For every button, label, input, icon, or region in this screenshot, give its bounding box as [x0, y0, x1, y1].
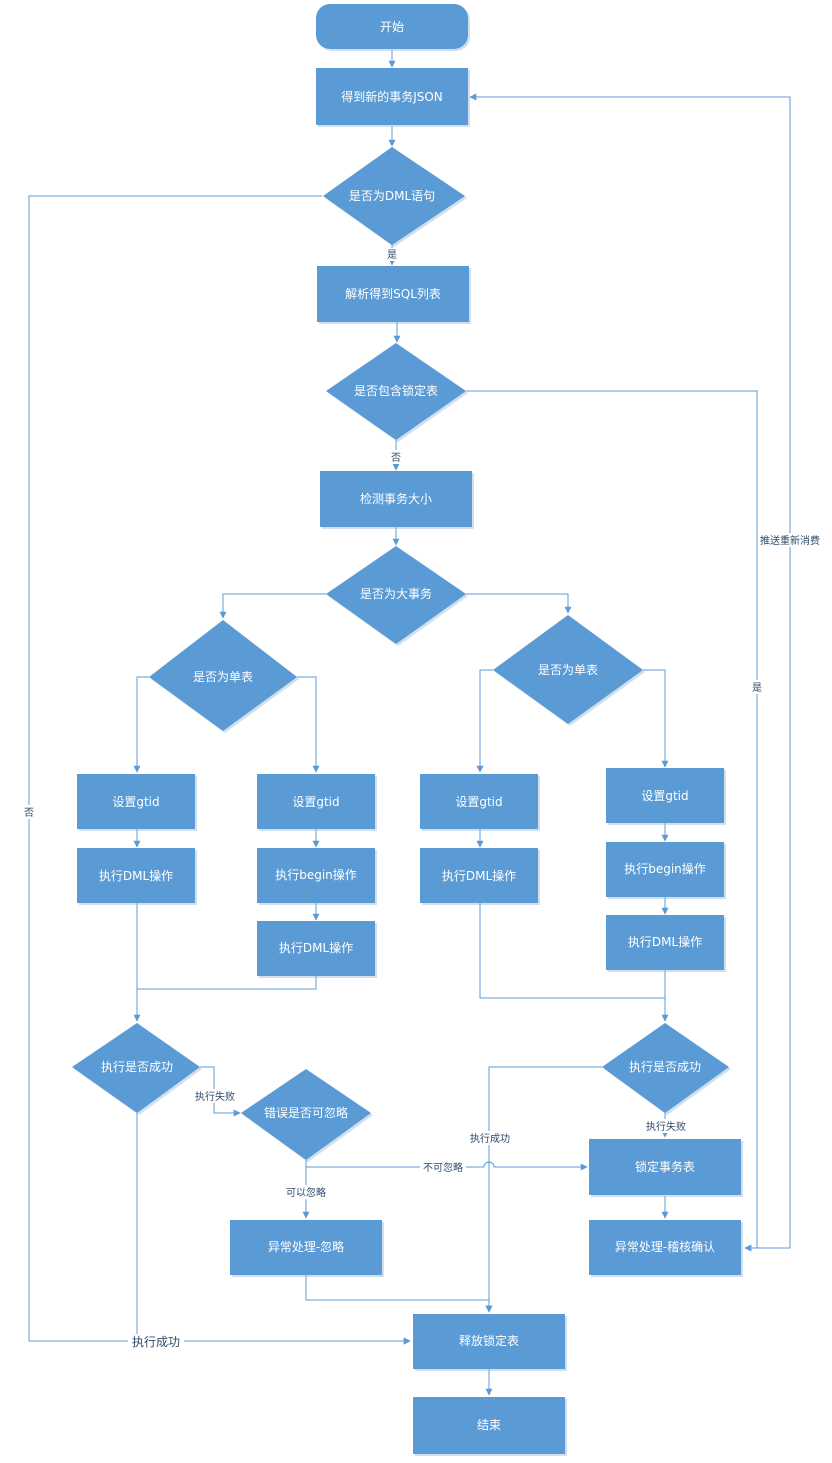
node-check-size: 检测事务大小 [320, 471, 474, 529]
node-release-lock-label: 释放锁定表 [459, 1333, 519, 1348]
node-parse-sql: 解析得到SQL列表 [317, 266, 471, 324]
node-exc-review-label: 异常处理-稽核确认 [615, 1239, 715, 1254]
node-start: 开始 [316, 4, 470, 51]
label-lock-yes: 是 [752, 682, 762, 694]
node-dml-1-label: 执行DML操作 [99, 868, 173, 883]
edge-single-right-to-gtid3 [476, 669, 493, 773]
node-is-single-right: 是否为单表 [493, 615, 645, 726]
edge-isdml-no [28, 195, 411, 1345]
node-lock-tx-table: 锁定事务表 [589, 1139, 743, 1197]
label-left-fail: 执行失败 [195, 1090, 235, 1103]
edge-dml2-merge [137, 976, 317, 990]
node-exc-review: 异常处理-稽核确认 [589, 1220, 743, 1277]
edge-bigtx-to-right [466, 593, 572, 614]
node-dml-3: 执行DML操作 [420, 848, 540, 905]
node-is-big-tx-label: 是否为大事务 [360, 586, 432, 601]
label-cannot-ignore: 不可忽略 [423, 1161, 463, 1174]
node-is-dml: 是否为DML语句 [323, 147, 467, 247]
node-begin-4-label: 执行begin操作 [624, 861, 706, 876]
label-push-reconsume: 推送重新消费 [760, 534, 820, 547]
node-parse-sql-label: 解析得到SQL列表 [345, 286, 441, 301]
node-is-single-left-label: 是否为单表 [193, 670, 253, 684]
edge-push-reconsume [469, 93, 791, 1249]
edge-single-right-to-gtid4 [643, 669, 669, 768]
node-dml-2: 执行DML操作 [257, 921, 377, 978]
node-gtid-1-label: 设置gtid [112, 795, 159, 809]
node-err-ignorable-label: 错误是否可忽略 [264, 1105, 348, 1120]
node-has-lock-table: 是否包含锁定表 [326, 343, 468, 442]
edge-cannot-ignore [305, 1160, 588, 1171]
edge-excignore-to-release [305, 1275, 493, 1313]
node-gtid-2: 设置gtid [257, 774, 377, 831]
node-exec-ok-left-label: 执行是否成功 [101, 1060, 173, 1074]
label-left-success: 执行成功 [132, 1335, 180, 1349]
node-gtid-1: 设置gtid [77, 774, 197, 831]
edge-single-left-to-gtid2 [297, 676, 320, 773]
node-start-label: 开始 [380, 20, 404, 34]
node-release-lock: 释放锁定表 [413, 1314, 567, 1371]
node-exec-ok-right: 执行是否成功 [602, 1023, 731, 1115]
label-is-dml-no: 否 [24, 807, 34, 819]
node-begin-4: 执行begin操作 [606, 842, 726, 899]
node-gtid-4-label: 设置gtid [641, 789, 688, 803]
label-lock-no: 否 [391, 452, 401, 464]
connectors [28, 50, 791, 1396]
node-end: 结束 [413, 1397, 567, 1456]
edge-single-left-to-gtid1 [133, 676, 149, 773]
node-dml-2-label: 执行DML操作 [279, 940, 353, 955]
node-exec-ok-left: 执行是否成功 [72, 1023, 202, 1115]
label-is-dml-yes: 是 [387, 249, 397, 261]
node-gtid-2-label: 设置gtid [292, 795, 339, 809]
label-right-success: 执行成功 [470, 1132, 510, 1145]
label-can-ignore: 可以忽略 [286, 1186, 326, 1199]
node-gtid-3: 设置gtid [420, 774, 540, 831]
node-dml-4-label: 执行DML操作 [628, 934, 702, 949]
node-is-big-tx: 是否为大事务 [326, 546, 468, 646]
node-end-label: 结束 [477, 1418, 501, 1432]
node-gtid-4: 设置gtid [606, 768, 726, 825]
node-dml-3-label: 执行DML操作 [442, 868, 516, 883]
node-exc-ignore-label: 异常处理-忽略 [268, 1239, 344, 1254]
node-get-json-label: 得到新的事务JSON [341, 89, 443, 104]
node-begin-2: 执行begin操作 [257, 848, 377, 905]
node-begin-2-label: 执行begin操作 [275, 867, 357, 882]
nodes: 开始 得到新的事务JSON 是否为DML语句 解析得到SQL列表 是否包含锁定表… [72, 4, 743, 1456]
node-is-single-left: 是否为单表 [149, 620, 299, 733]
edge-dml3-merge [479, 903, 665, 999]
node-has-lock-table-label: 是否包含锁定表 [354, 383, 438, 398]
node-exec-ok-right-label: 执行是否成功 [629, 1060, 701, 1074]
node-check-size-label: 检测事务大小 [360, 491, 432, 506]
edge-execright-success [485, 1066, 602, 1313]
node-get-json: 得到新的事务JSON [316, 68, 470, 127]
node-is-dml-label: 是否为DML语句 [349, 189, 435, 203]
edge-bigtx-to-left [219, 593, 326, 619]
node-dml-4: 执行DML操作 [606, 915, 726, 972]
node-err-ignorable: 错误是否可忽略 [241, 1069, 373, 1162]
node-dml-1: 执行DML操作 [77, 848, 197, 905]
node-exc-ignore: 异常处理-忽略 [230, 1220, 384, 1277]
node-gtid-3-label: 设置gtid [455, 795, 502, 809]
edge-labels: 是 否 否 是 推送重新消费 执行失败 不可忽略 可以忽略 执行成功 执行失败 … [20, 248, 824, 1349]
node-is-single-right-label: 是否为单表 [538, 663, 598, 677]
label-right-fail: 执行失败 [646, 1120, 686, 1133]
node-lock-tx-table-label: 锁定事务表 [635, 1159, 695, 1174]
